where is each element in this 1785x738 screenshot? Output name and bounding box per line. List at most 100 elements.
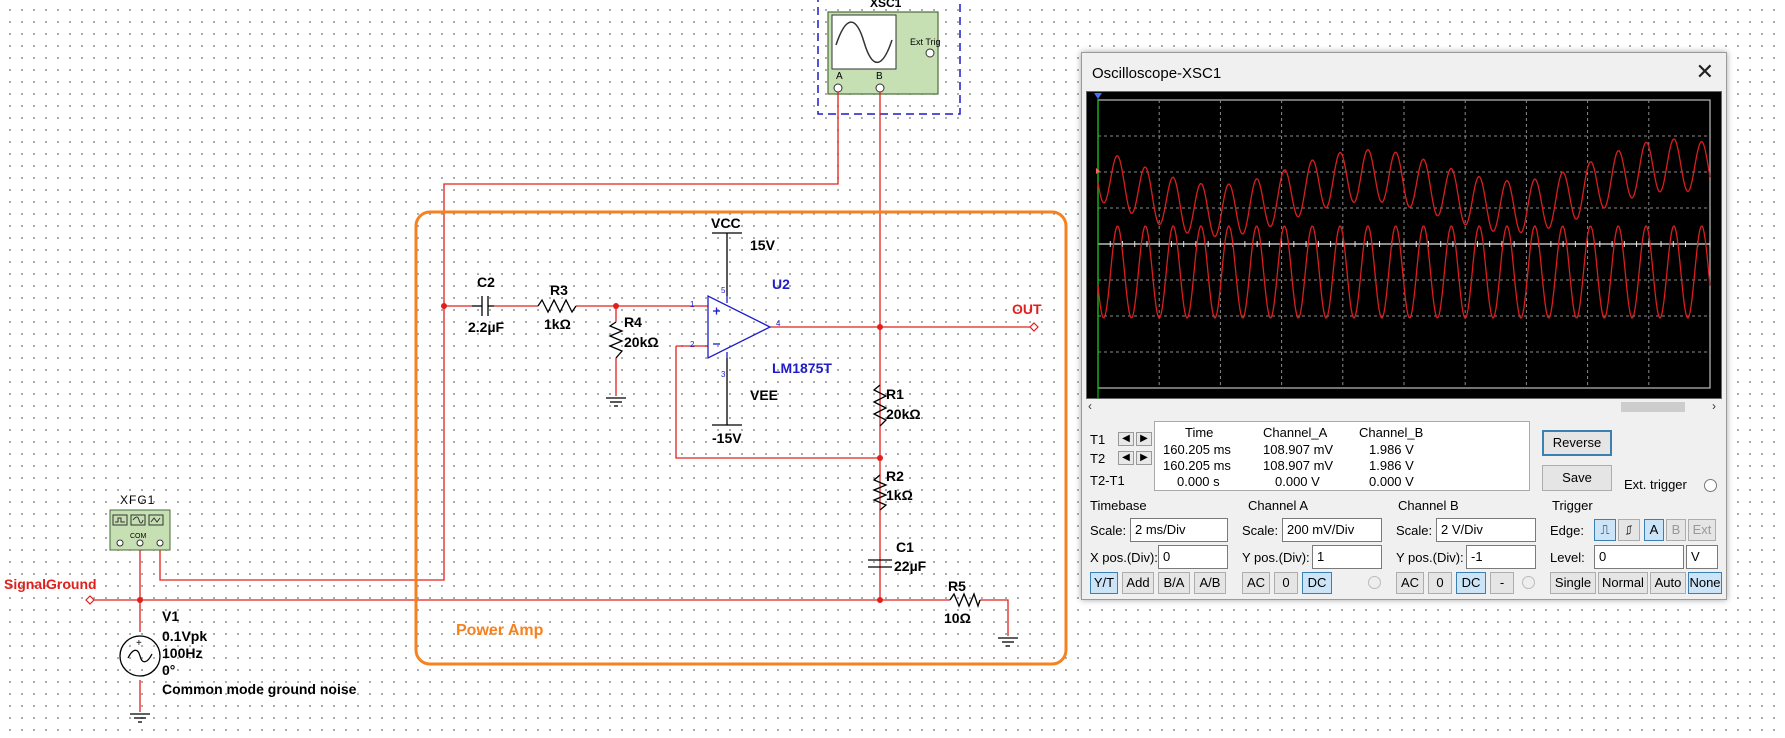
channel-b-dc-button[interactable]: DC bbox=[1456, 572, 1486, 594]
xfg1-label[interactable]: XFG1 bbox=[120, 493, 156, 507]
c2-value[interactable]: 2.2µF bbox=[468, 319, 505, 335]
mode-yt-button[interactable]: Y/T bbox=[1090, 572, 1118, 594]
readout-header-channel-b: Channel_B bbox=[1359, 425, 1424, 440]
t2-left-arrow-icon[interactable]: ◀ bbox=[1118, 451, 1134, 465]
trigger-none-button[interactable]: None bbox=[1688, 572, 1722, 594]
v1-phase[interactable]: 0° bbox=[162, 662, 176, 678]
t2-t1-label: T2-T1 bbox=[1090, 473, 1125, 488]
channel-b-scale-field[interactable]: 2 V/Div bbox=[1436, 518, 1536, 542]
xsc1-label: XSC1 bbox=[870, 0, 902, 10]
channel-a-terminal[interactable] bbox=[1368, 576, 1381, 589]
channel-b-trace bbox=[1097, 224, 1711, 320]
trigger-level-field[interactable]: 0 bbox=[1594, 545, 1684, 569]
channel-a-marker bbox=[1096, 168, 1100, 174]
c1-value[interactable]: 22µF bbox=[894, 558, 927, 574]
channel-b-ypos-field[interactable]: -1 bbox=[1466, 545, 1536, 569]
mode-add-button[interactable]: Add bbox=[1122, 572, 1154, 594]
rising-edge-icon[interactable]: ⎍ bbox=[1594, 519, 1616, 541]
ext-trigger-terminal[interactable] bbox=[1704, 479, 1717, 492]
scroll-thumb[interactable] bbox=[1621, 402, 1685, 412]
out-net-label[interactable]: OUT bbox=[1012, 301, 1042, 317]
xfg1-terminals[interactable] bbox=[116, 539, 164, 547]
channel-b-ac-button[interactable]: AC bbox=[1396, 572, 1424, 594]
oscilloscope-title: Oscilloscope-XSC1 bbox=[1092, 65, 1222, 82]
channel-b-terminal[interactable] bbox=[1522, 576, 1535, 589]
oscilloscope-screen[interactable] bbox=[1086, 91, 1722, 399]
xsc1-b-label: B bbox=[876, 71, 883, 82]
trigger-source-b-button[interactable]: B bbox=[1666, 519, 1686, 541]
channel-a-title: Channel A bbox=[1248, 498, 1308, 513]
reverse-button[interactable]: Reverse bbox=[1542, 430, 1612, 456]
vcc-label[interactable]: VCC bbox=[711, 215, 741, 231]
trigger-level-unit[interactable]: V bbox=[1686, 545, 1718, 569]
r3-value[interactable]: 1kΩ bbox=[544, 316, 571, 332]
power-amp-group[interactable] bbox=[414, 210, 1068, 666]
channel-a-zero-button[interactable]: 0 bbox=[1274, 572, 1298, 594]
channel-b-ypos-label: Y pos.(Div): bbox=[1396, 550, 1464, 565]
t1-right-arrow-icon[interactable]: ▶ bbox=[1136, 432, 1152, 446]
signal-ground-label[interactable]: SignalGround bbox=[4, 576, 97, 592]
xsc1-terminal-b[interactable] bbox=[875, 83, 885, 93]
r5-value[interactable]: 10Ω bbox=[944, 610, 971, 626]
diff-channel-a: 0.000 V bbox=[1275, 474, 1320, 489]
channel-b-zero-button[interactable]: 0 bbox=[1428, 572, 1452, 594]
scroll-left-icon[interactable]: ‹ bbox=[1088, 399, 1092, 413]
diff-time: 0.000 s bbox=[1177, 474, 1220, 489]
readout-header-channel-a: Channel_A bbox=[1263, 425, 1328, 440]
r2-name[interactable]: R2 bbox=[886, 468, 904, 484]
horizontal-scrollbar[interactable]: ‹ › bbox=[1086, 399, 1720, 415]
r4-name[interactable]: R4 bbox=[624, 314, 642, 330]
c2-name[interactable]: C2 bbox=[477, 274, 495, 290]
r1-name[interactable]: R1 bbox=[886, 386, 904, 402]
xsc1-ext-trig-terminal[interactable] bbox=[925, 48, 935, 58]
r1-value[interactable]: 20kΩ bbox=[886, 406, 921, 422]
cursor-t1-handle[interactable] bbox=[1094, 93, 1102, 99]
xfg1-com-label: COM bbox=[130, 533, 147, 540]
ext-trigger-label: Ext. trigger bbox=[1624, 477, 1687, 492]
trigger-auto-button[interactable]: Auto bbox=[1650, 572, 1686, 594]
trigger-normal-button[interactable]: Normal bbox=[1598, 572, 1648, 594]
r5-name[interactable]: R5 bbox=[948, 578, 966, 594]
v1-description[interactable]: Common mode ground noise bbox=[162, 681, 357, 697]
trigger-source-ext-button[interactable]: Ext bbox=[1688, 519, 1716, 541]
t1-channel-b: 1.986 V bbox=[1369, 442, 1414, 457]
trigger-source-a-button[interactable]: A bbox=[1644, 519, 1664, 541]
vee-label[interactable]: VEE bbox=[750, 387, 779, 403]
scroll-right-icon[interactable]: › bbox=[1712, 399, 1716, 413]
vcc-value: 15V bbox=[750, 237, 775, 253]
r2-value[interactable]: 1kΩ bbox=[886, 487, 913, 503]
r3-name[interactable]: R3 bbox=[550, 282, 568, 298]
oscilloscope-window[interactable]: Oscilloscope-XSC1 ✕ ‹ › T1 ◀ ▶ T2 ◀ ▶ T2… bbox=[1081, 52, 1727, 600]
t1-left-arrow-icon[interactable]: ◀ bbox=[1118, 432, 1134, 446]
t1-channel-a: 108.907 mV bbox=[1263, 442, 1334, 457]
u2-name[interactable]: U2 bbox=[772, 276, 790, 292]
r4-value[interactable]: 20kΩ bbox=[624, 334, 659, 350]
readout-header-time: Time bbox=[1185, 425, 1214, 440]
timebase-scale-field[interactable]: 2 ms/Div bbox=[1130, 518, 1228, 542]
timebase-xpos-field[interactable]: 0 bbox=[1158, 545, 1228, 569]
channel-a-ypos-field[interactable]: 1 bbox=[1312, 545, 1382, 569]
v1-name[interactable]: V1 bbox=[162, 608, 180, 624]
falling-edge-icon[interactable]: ⎎ bbox=[1618, 519, 1640, 541]
channel-a-dc-button[interactable]: DC bbox=[1302, 572, 1332, 594]
c1-name[interactable]: C1 bbox=[896, 539, 914, 555]
close-icon[interactable]: ✕ bbox=[1695, 59, 1714, 84]
opamp-u2[interactable] bbox=[707, 294, 772, 360]
t2-right-arrow-icon[interactable]: ▶ bbox=[1136, 451, 1152, 465]
u2-part[interactable]: LM1875T bbox=[772, 360, 832, 376]
mode-ba-button[interactable]: B/A bbox=[1158, 572, 1190, 594]
save-button[interactable]: Save bbox=[1542, 465, 1612, 491]
wire-junctions bbox=[137, 303, 883, 603]
v1-amplitude[interactable]: 0.1Vpk bbox=[162, 628, 208, 644]
trigger-single-button[interactable]: Single bbox=[1550, 572, 1596, 594]
v1-frequency[interactable]: 100Hz bbox=[162, 645, 203, 661]
channel-a-scale-field[interactable]: 200 mV/Div bbox=[1282, 518, 1382, 542]
net-ports[interactable] bbox=[85, 322, 1039, 605]
t2-label: T2 bbox=[1090, 451, 1106, 466]
xsc1-terminal-a[interactable] bbox=[833, 83, 843, 93]
t1-time: 160.205 ms bbox=[1163, 442, 1231, 457]
channel-a-ac-button[interactable]: AC bbox=[1242, 572, 1270, 594]
channel-b-minus-button[interactable]: - bbox=[1490, 572, 1514, 594]
power-amp-label[interactable]: Power Amp bbox=[456, 622, 544, 639]
mode-ab-button[interactable]: A/B bbox=[1194, 572, 1226, 594]
